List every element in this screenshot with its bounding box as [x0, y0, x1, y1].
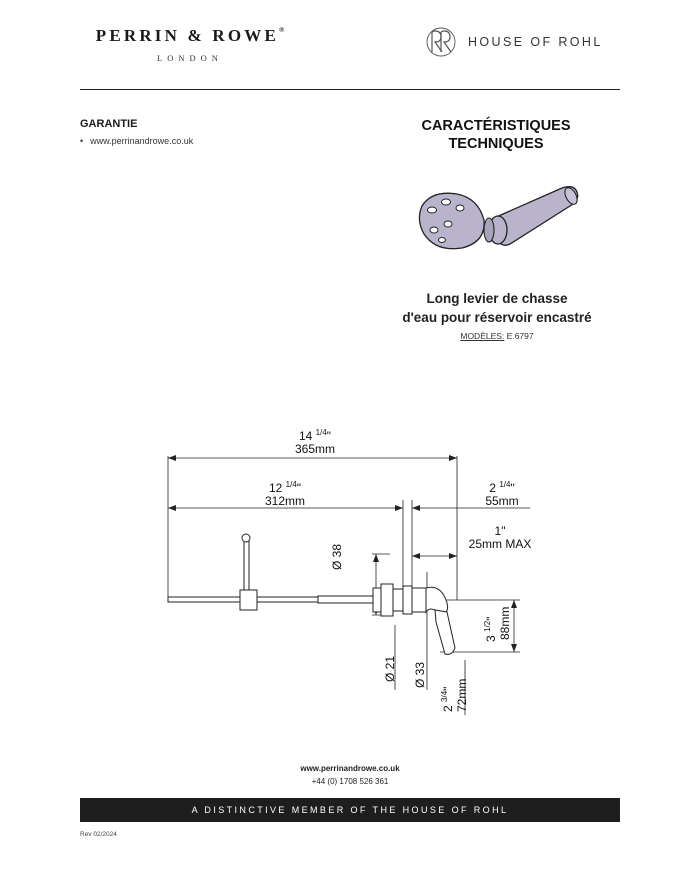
dim-dia-38: Ø 38	[330, 543, 344, 570]
lever-handle-image	[418, 186, 579, 250]
dim-shaft-mm: 312mm	[264, 494, 305, 508]
dim-dia-33: Ø 33	[413, 661, 427, 688]
dim-drop-frac: 1/2	[483, 620, 492, 632]
footer-website-link[interactable]: www.perrinandrowe.co.uk	[300, 764, 400, 773]
footer-tagline: A DISTINCTIVE MEMBER OF THE HOUSE OF ROH…	[191, 805, 509, 815]
dim-wall-in: 1"	[494, 524, 506, 538]
dim-handle: 2 3/4"	[440, 686, 455, 712]
dim-overall-frac: 1/4	[315, 428, 327, 437]
models-value: E.6797	[506, 331, 534, 341]
brand-location: LONDON	[157, 53, 223, 63]
spec-title: CARACTÉRISTIQUES TECHNIQUES	[390, 117, 602, 153]
header-divider	[80, 89, 620, 90]
brand-right-name: HOUSE OF ROHL	[468, 35, 603, 49]
rr-monogram-icon	[426, 27, 456, 57]
dim-lever-in: 2	[489, 481, 496, 495]
models: MODÈLES: E.6797	[400, 331, 594, 341]
dim-shaft-frac: 1/4	[285, 480, 297, 489]
dim-dia-21: Ø 21	[383, 655, 397, 682]
dim-lever-frac: 1/4	[499, 480, 511, 489]
spec-title-line1: CARACTÉRISTIQUES	[421, 118, 571, 134]
dim-handle-in: 2	[441, 705, 455, 712]
guarantee-section: GARANTIE www.perrinandrowe.co.uk	[80, 118, 193, 146]
dim-overall-in: 14	[298, 429, 313, 443]
product-name: Long levier de chasse d'eau pour réservo…	[372, 289, 622, 327]
product-name-line1: Long levier de chasse	[426, 291, 568, 306]
dim-shaft: 12 1/4" 312mm	[250, 478, 320, 508]
guarantee-title: GARANTIE	[80, 118, 138, 130]
product-name-line2: d'eau pour réservoir encastré	[402, 310, 592, 325]
spec-title-line2: TECHNIQUES	[448, 136, 544, 152]
footer-phone: +44 (0) 1708 526 361	[311, 777, 389, 786]
dim-drop: 3 1/2"	[483, 616, 498, 642]
brand-name: PERRIN & ROWE	[95, 26, 280, 45]
dim-drop-in: 3	[484, 635, 498, 642]
house-of-rohl-logo: HOUSE OF ROHL	[418, 26, 603, 58]
models-label: MODÈLES:	[460, 331, 505, 341]
dim-handle-frac: 3/4	[440, 690, 449, 702]
dim-drop-mm: 88mm	[498, 606, 512, 640]
dim-lever-mm: 55mm	[485, 494, 519, 508]
footer-bar: A DISTINCTIVE MEMBER OF THE HOUSE OF ROH…	[80, 798, 620, 822]
dim-handle-mm: 72mm	[455, 678, 469, 712]
registered-mark: ®	[279, 26, 285, 34]
guarantee-link[interactable]: www.perrinandrowe.co.uk	[80, 136, 193, 146]
dim-wall: 1" 25mm MAX	[460, 525, 540, 551]
revision-label: Rev 02/2024	[80, 831, 117, 838]
dim-wall-mm: 25mm MAX	[468, 537, 532, 551]
dim-lever: 2 1/4" 55mm	[472, 478, 532, 508]
dim-overall: 14 1/4" 365mm	[280, 426, 350, 456]
dim-shaft-in: 12	[268, 481, 283, 495]
contact-info: www.perrinandrowe.co.uk +44 (0) 1708 526…	[250, 762, 450, 788]
guarantee-list: www.perrinandrowe.co.uk	[80, 136, 193, 146]
dim-overall-mm: 365mm	[294, 442, 335, 456]
perrin-rowe-logo: PERRIN & ROWE® LONDON	[80, 26, 300, 63]
